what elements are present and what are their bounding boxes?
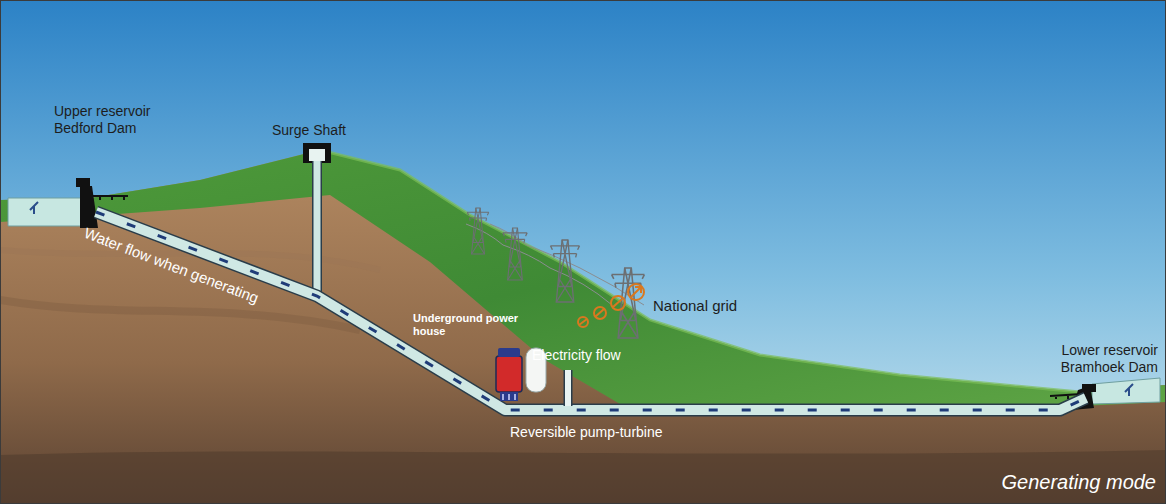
reservoir-label: Upper reservoir Bedford Dam	[54, 103, 184, 137]
mode-label: Generating mode	[940, 470, 1156, 494]
turbine-label: Reversible pump-turbine	[510, 424, 710, 441]
grid-label: National grid	[653, 297, 773, 315]
reservoir-label: Lower reservoir Bramhoek Dam	[1010, 342, 1158, 376]
shaft-label: Surge Shaft	[272, 122, 382, 139]
flow-label: Water flow when generating	[82, 224, 262, 307]
powerhouse-label: Underground power house	[413, 312, 553, 338]
electricity-label: Electricity flow	[532, 347, 662, 364]
